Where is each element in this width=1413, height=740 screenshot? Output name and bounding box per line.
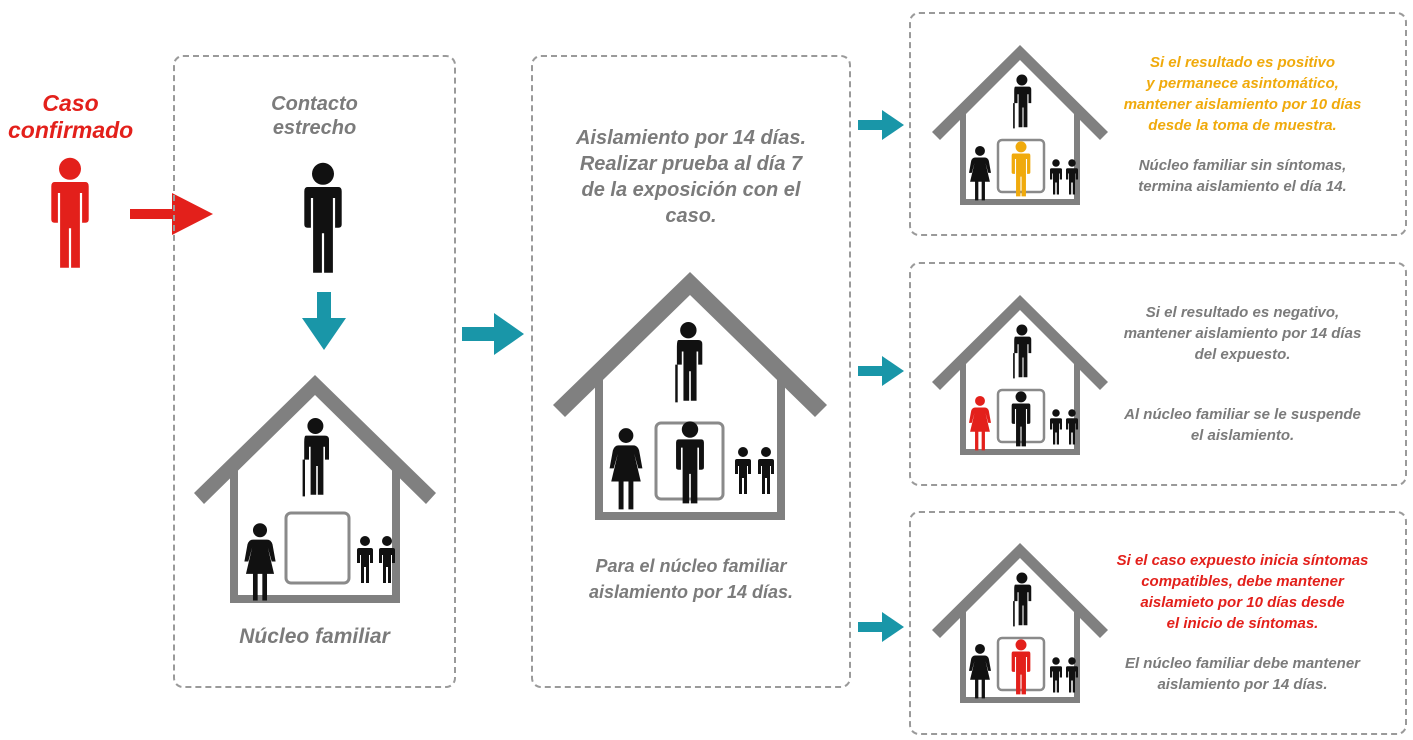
symptoms-line-1: Si el caso expuesto inicia síntomas <box>1116 552 1369 569</box>
house-negative-outcome-icon <box>932 295 1108 455</box>
positive-line-1: Si el resultado es positivo <box>1149 54 1336 71</box>
caso-line-1: Caso <box>42 90 99 116</box>
panel-aislamiento <box>531 55 851 688</box>
teal-arrow-down-icon <box>302 292 346 350</box>
teal-arrow-right-icon <box>858 356 904 386</box>
negative-line-2: mantener aislamiento por 14 días <box>1123 325 1362 342</box>
positive-note-line-1: Núcleo familiar sin síntomas, <box>1138 157 1347 174</box>
teal-arrow-right-icon <box>462 313 524 355</box>
negative-note-line-2: el aislamiento. <box>1190 427 1295 444</box>
caso-line-2: confirmado <box>8 117 134 143</box>
negative-line-1: Si el resultado es negativo, <box>1145 304 1340 321</box>
aislamiento-instructions: Aislamiento por 14 días. Realizar prueba… <box>531 125 851 229</box>
outcome-negative-panel <box>909 262 1407 486</box>
house-positive-outcome-icon <box>932 45 1108 205</box>
nucleo-note-line-2: aislamiento por 14 días. <box>588 582 794 602</box>
contacto-line-2: estrecho <box>272 117 357 139</box>
contact-person-icon <box>304 162 342 273</box>
confirmed-case-person-icon <box>51 157 89 268</box>
outcome-positive-panel <box>909 12 1407 236</box>
negative-note-line-1: Al núcleo familiar se le suspende <box>1124 406 1361 423</box>
positive-note-line-2: termina aislamiento el día 14. <box>1138 178 1347 195</box>
nucleo-aislamiento-note: Para el núcleo familiar aislamiento por … <box>531 553 851 605</box>
teal-arrow-right-icon <box>858 612 904 642</box>
nucleo-familiar-label: Núcleo familiar <box>239 625 390 648</box>
positive-result-text: Si el resultado es positivo y permanece … <box>1090 52 1395 136</box>
positive-line-4: desde la toma de muestra. <box>1148 117 1337 134</box>
caso-confirmado-label: Caso confirmado <box>8 90 133 144</box>
teal-arrow-right-icon <box>858 110 904 140</box>
aislamiento-line-3: de la exposición con el <box>581 179 801 201</box>
contacto-estrecho-label: Contacto estrecho <box>173 92 456 140</box>
positive-line-2: y permanece asintomático, <box>1146 75 1339 92</box>
aislamiento-line-4: caso. <box>665 205 717 227</box>
negative-family-note: Al núcleo familiar se le suspende el ais… <box>1090 404 1395 446</box>
panel-contacto-estrecho <box>173 55 456 688</box>
aislamiento-line-2: Realizar prueba al día 7 <box>579 153 803 175</box>
symptoms-note-line-1: El núcleo familiar debe mantener <box>1124 655 1361 672</box>
positive-family-note: Núcleo familiar sin síntomas, termina ai… <box>1090 155 1395 197</box>
red-arrow-right-icon <box>130 193 213 235</box>
nucleo-note-line-1: Para el núcleo familiar <box>595 556 787 576</box>
house-contact-isolated-icon <box>553 272 827 520</box>
positive-line-3: mantener aislamiento por 10 días <box>1123 96 1362 113</box>
negative-line-3: del expuesto. <box>1194 346 1291 363</box>
symptoms-line-4: el inicio de síntomas. <box>1166 615 1319 632</box>
house-symptoms-outcome-icon <box>932 543 1108 703</box>
house-nucleo-familiar-icon <box>194 375 436 603</box>
aislamiento-line-1: Aislamiento por 14 días. <box>575 127 807 149</box>
contacto-line-1: Contacto <box>271 93 358 115</box>
symptoms-line-3: aislamieto por 10 días desde <box>1140 594 1345 611</box>
negative-result-text: Si el resultado es negativo, mantener ai… <box>1090 302 1395 365</box>
symptoms-note-line-2: aislamiento por 14 días. <box>1157 676 1328 693</box>
outcome-symptoms-panel <box>909 511 1407 735</box>
symptoms-line-2: compatibles, debe mantener <box>1141 573 1344 590</box>
symptoms-result-text: Si el caso expuesto inicia síntomas comp… <box>1090 550 1395 634</box>
symptoms-family-note: El núcleo familiar debe mantener aislami… <box>1090 653 1395 695</box>
